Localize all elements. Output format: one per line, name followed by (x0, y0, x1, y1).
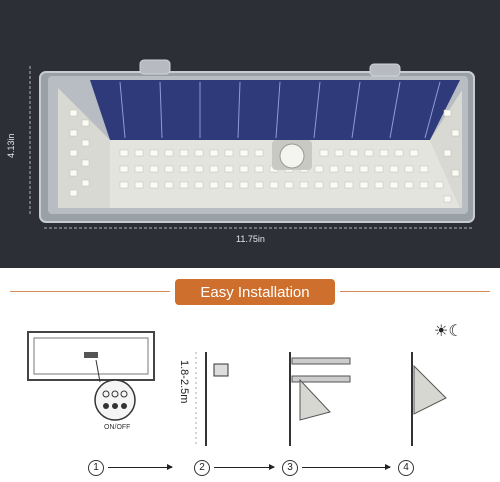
step-4-marker: 4 (398, 460, 414, 476)
height-dimension-label: 4.13in (6, 133, 16, 158)
step-2-marker: 2 (194, 460, 210, 476)
motion-sensor-icon (272, 140, 312, 170)
product-photo-area: 11.75in 4.13in (0, 0, 500, 268)
width-dimension-label: 11.75in (236, 234, 265, 244)
step-1-marker: 1 (88, 460, 104, 476)
installation-diagrams (27, 331, 447, 446)
banner-divider-right (340, 291, 490, 292)
step-arrow (108, 464, 173, 470)
sun-moon-icon: ☀☾ (434, 323, 463, 340)
step-arrow (302, 464, 391, 470)
step-3-marker: 3 (282, 460, 298, 476)
easy-installation-banner: Easy Installation (175, 279, 335, 305)
mount-height-diagram (195, 352, 229, 446)
solar-light-drawing (29, 59, 475, 229)
step-arrow (214, 464, 275, 470)
mount-height-label: 1.8-2.5m (178, 360, 190, 404)
switch-location-diagram (27, 331, 155, 421)
mounted-light-diagram (411, 352, 447, 446)
drill-and-screw-diagram (289, 352, 351, 446)
switch-label: ON/OFF (104, 424, 131, 431)
banner-divider-left (10, 291, 170, 292)
